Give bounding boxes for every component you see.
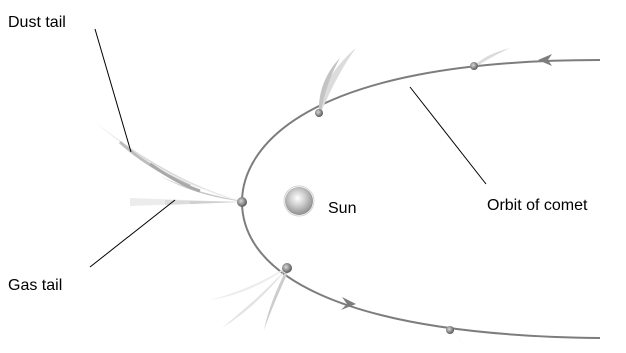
lower-comet-tail bbox=[210, 268, 289, 330]
sun-icon bbox=[285, 187, 313, 215]
dust-tail-label: Dust tail bbox=[8, 14, 66, 31]
upper-comet-tail bbox=[319, 48, 356, 112]
lower-comet-nucleus bbox=[282, 263, 292, 273]
far-top-comet-nucleus bbox=[470, 62, 478, 70]
far-bottom-comet-nucleus bbox=[446, 326, 454, 334]
far-bottom-comet-tail bbox=[450, 330, 474, 352]
dust-tail-leader-line bbox=[95, 29, 131, 152]
gas-tail-label: Gas tail bbox=[8, 277, 62, 294]
sun-label: Sun bbox=[328, 200, 356, 217]
orbit-label: Orbit of comet bbox=[487, 197, 588, 214]
perihelion-comet-nucleus bbox=[237, 197, 247, 207]
upper-comet-nucleus bbox=[315, 109, 323, 117]
dust-tail bbox=[95, 122, 242, 201]
gas-tail bbox=[130, 198, 242, 206]
orbit-leader-line bbox=[410, 87, 486, 184]
gas-tail-leader-line bbox=[90, 200, 175, 267]
